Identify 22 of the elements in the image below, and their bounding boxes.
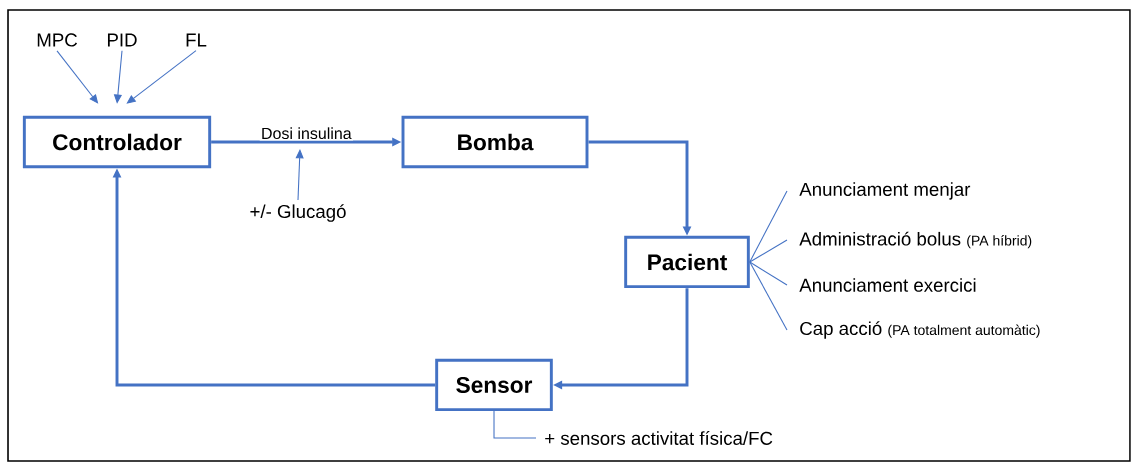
annotation-text: FL	[186, 33, 207, 47]
annotation-text: MPC	[37, 33, 78, 47]
annotation-text: +/- Glucagó	[250, 204, 346, 222]
process-box: Sensor	[435, 358, 553, 412]
annotation-text: Administració bolus (PA híbrid)	[799, 231, 1032, 249]
annotation-text: Cap acció (PA totalment automàtic)	[800, 321, 1040, 339]
connector-line	[749, 261, 788, 286]
process-box: Bomba	[401, 115, 589, 169]
process-box: Pacient	[624, 235, 750, 289]
arrow	[56, 50, 99, 104]
annotation-text: PID	[108, 33, 137, 47]
annotation-text: + sensors activitat física/FC	[545, 431, 773, 445]
annotation-text: Anunciament menjar	[799, 182, 971, 200]
annotation-text: Anunciament exercici	[799, 278, 976, 292]
process-box: Controlador	[22, 115, 212, 169]
connector-line	[749, 239, 788, 263]
edge-label: Dosi insulina	[259, 126, 354, 141]
connector-line	[749, 261, 788, 331]
arrow	[126, 50, 197, 104]
arrow	[295, 149, 304, 201]
connector-line	[493, 410, 537, 439]
connector-line	[749, 190, 788, 263]
